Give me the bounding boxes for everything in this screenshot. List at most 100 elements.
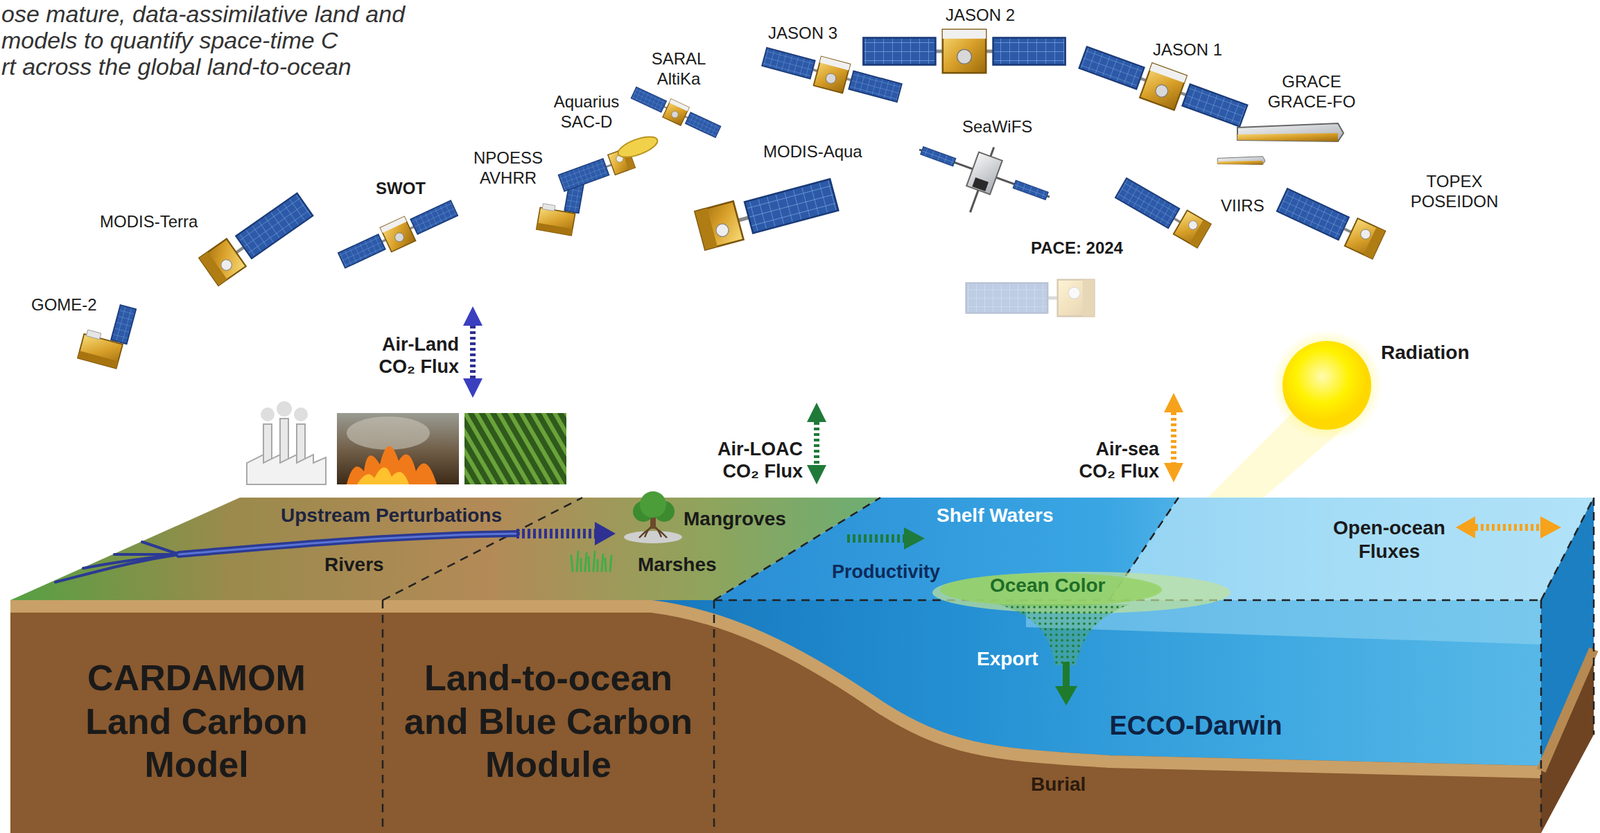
river <box>142 542 181 555</box>
satellite-name: PACE: 2024 <box>1030 238 1124 259</box>
wildfire-photo <box>346 446 437 485</box>
label-holder: Export <box>976 647 1039 672</box>
label-holder: Productivity <box>831 560 941 584</box>
label-holder: SeaWiFS <box>962 117 1033 138</box>
air-loac-flux-arrow <box>806 465 827 485</box>
flux-label: Air-LOAC CO₂ Flux <box>705 438 803 484</box>
model-band: ECCO-Darwin <box>1067 698 1325 755</box>
satellite-name: SARAL AltiKa <box>640 49 717 90</box>
productivity-arrow <box>847 534 904 543</box>
wildfire-photo <box>336 413 459 485</box>
label-holder: rt across the global land-to-ocean <box>1 52 352 82</box>
satellite <box>1217 156 1266 165</box>
region-label: Upstream Perturbations <box>280 503 502 528</box>
wildfire-photo <box>357 467 410 485</box>
label-holder: Shelf Waters <box>936 503 1054 528</box>
block-side <box>1541 497 1594 767</box>
satellite <box>1114 176 1212 249</box>
marsh-icon <box>610 555 612 572</box>
region-divider <box>1593 497 1596 735</box>
model-band: CARDAMOM Land Carbon Model <box>10 610 383 833</box>
cropland-photo <box>464 413 567 485</box>
label-holder: SARAL AltiKa <box>640 49 717 90</box>
satellite <box>1237 123 1344 142</box>
label-holder: Mangroves <box>683 507 787 532</box>
label-holder: GRACE GRACE-FO <box>1259 72 1364 113</box>
factory-icon <box>263 424 272 465</box>
region-divider <box>1540 600 1543 833</box>
factory-icon <box>280 418 289 465</box>
export-arrow <box>1055 686 1078 706</box>
region-divider <box>713 600 716 833</box>
block-front <box>10 600 1542 833</box>
ocean-color-bloom <box>940 573 1162 607</box>
intro-text: ose mature, data-assimilative land and <box>1 0 405 29</box>
marsh-icon <box>596 560 599 572</box>
label-holder: models to quantify space-time C <box>1 26 339 55</box>
factory-icon <box>276 401 292 417</box>
river-flow-arrow <box>594 522 616 546</box>
satellite-name: VIIRS <box>1220 196 1265 217</box>
air-sea-flux-arrow <box>1163 463 1184 483</box>
region-divider <box>1541 497 1594 601</box>
sun <box>1282 341 1372 430</box>
satellite-name: SWOT <box>375 178 426 199</box>
satellite <box>336 196 461 274</box>
label-holder: GOME-2 <box>31 295 98 316</box>
satellite-dish <box>615 132 660 161</box>
marsh-icon <box>576 551 579 572</box>
air-loac-flux-arrow <box>806 402 827 423</box>
label-holder: Air-LOAC CO₂ Flux <box>705 438 803 484</box>
process-label: Export <box>976 647 1039 672</box>
productivity-arrow <box>903 527 925 550</box>
process-label: Ocean Color <box>989 574 1106 598</box>
label-holder: Air-sea CO₂ Flux <box>1068 438 1160 484</box>
river-flow-arrow <box>516 522 616 546</box>
model-band: Land-to-ocean and Blue Carbon Module <box>382 610 715 833</box>
label-holder: MODIS-Aqua <box>763 142 863 163</box>
satellite-name: MODIS-Aqua <box>763 142 863 163</box>
river <box>178 533 517 555</box>
satellite <box>1275 186 1386 260</box>
label-holder: NPOESS AVHRR <box>465 148 552 189</box>
label-holder: MODIS-Terra <box>99 212 198 233</box>
label-holder: Open-ocean Fluxes <box>1323 516 1456 563</box>
label-holder: PACE: 2024 <box>1030 238 1124 259</box>
future-satellite <box>966 280 1095 317</box>
satellite <box>905 123 1060 236</box>
satellite <box>198 190 315 286</box>
satellite-name: GOME-2 <box>31 295 98 316</box>
open-ocean-flux-arrow <box>1455 516 1562 539</box>
air-sea-flux-arrow <box>1163 393 1184 483</box>
marsh-icon <box>605 558 606 572</box>
marsh-icon <box>580 558 583 572</box>
wildfire-photo <box>336 413 459 485</box>
river <box>178 533 517 555</box>
block-front <box>651 600 1542 767</box>
label-holder: JASON 3 <box>768 23 838 44</box>
air-land-flux-arrow <box>463 306 483 326</box>
satellite <box>694 175 839 250</box>
air-loac-flux-arrow <box>806 402 827 485</box>
process-label: Open-ocean Fluxes <box>1323 516 1456 563</box>
label-holder: Ocean Color <box>989 574 1106 598</box>
air-sea-flux-arrow <box>1163 393 1184 413</box>
band-title: CARDAMOM Land Carbon Model <box>58 656 336 787</box>
label-holder: Air-Land CO₂ Flux <box>368 333 459 379</box>
label-holder: ose mature, data-assimilative land and <box>1 0 405 29</box>
mangrove-icon <box>623 531 683 544</box>
factory-icon <box>260 407 275 422</box>
satellite <box>629 83 723 142</box>
export-arrow <box>1055 662 1078 706</box>
factory-icon <box>296 424 306 465</box>
marsh-icon <box>593 551 595 572</box>
label-holder: Aquarius SAC-D <box>544 92 629 133</box>
region-divider <box>382 497 1594 833</box>
label-holder: JASON 1 <box>1152 40 1223 61</box>
label-holder: VIIRS <box>1220 196 1265 217</box>
flux-label: Air-Land CO₂ Flux <box>368 333 459 379</box>
block-side <box>1541 497 1594 833</box>
satellite-name: TOPEX POSEIDON <box>1402 171 1507 213</box>
